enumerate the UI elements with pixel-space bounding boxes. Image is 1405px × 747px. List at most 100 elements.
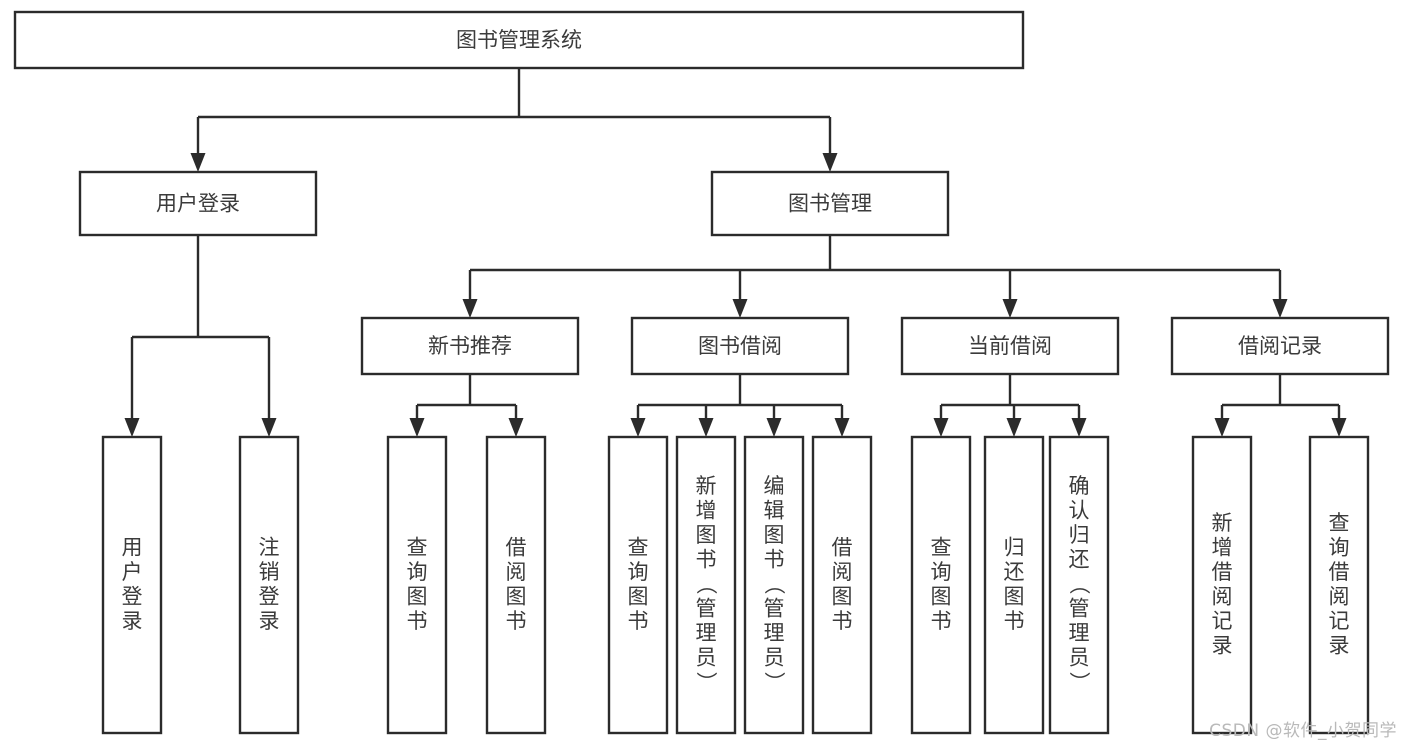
node-label-char: 用	[122, 535, 143, 559]
node-label-char: 询	[1329, 535, 1350, 559]
node-label-char: 还	[1069, 548, 1090, 572]
node-label-char: 确	[1069, 474, 1090, 498]
node-label-char: 阅	[832, 560, 853, 584]
node-label-char: （	[1067, 574, 1091, 595]
node-label: 借阅记录	[1238, 334, 1322, 358]
node-label-char: 询	[628, 560, 649, 584]
node-label-char: 图	[696, 523, 717, 547]
login-arrow-注销登录-1	[261, 418, 277, 437]
l3-图书借阅-arrow-编辑图书管理员-2	[766, 418, 782, 437]
node-label-char: 员	[1069, 646, 1090, 670]
node-label: 新书推荐	[428, 334, 512, 358]
node-label-char: ）	[694, 672, 718, 693]
l3-借阅记录-arrow-新增借阅记录-0	[1214, 418, 1230, 437]
l3-借阅记录-arrow-查询借阅记录-1	[1331, 418, 1347, 437]
node-label-char: 编	[764, 474, 785, 498]
node-label-char: 书	[764, 548, 785, 572]
node-label-char: 增	[696, 499, 717, 523]
login-arrow-用户登录-0	[124, 418, 140, 437]
node-label-char: （	[762, 574, 786, 595]
node-box	[386, 435, 448, 735]
node-label-char: 归	[1004, 535, 1025, 559]
node-借阅记录[interactable]: 借阅记录	[1170, 316, 1390, 376]
node-label: 图书管理	[788, 192, 872, 216]
node-label-char: 图	[764, 523, 785, 547]
node-label-char: 查	[407, 535, 428, 559]
node-box	[675, 435, 737, 735]
node-label-char: 书	[628, 609, 649, 633]
node-box	[983, 435, 1045, 735]
l3-当前借阅-arrow-归还图书-1	[1006, 418, 1022, 437]
node-label-char: 书	[506, 609, 527, 633]
l3-图书借阅-arrow-新增图书管理员-1	[698, 418, 714, 437]
node-label-char: 理	[696, 621, 717, 645]
node-label-char: 管	[696, 597, 717, 621]
node-新书推荐[interactable]: 新书推荐	[360, 316, 580, 376]
node-label-char: 书	[1004, 609, 1025, 633]
root-arrow-图书管理-1	[822, 153, 838, 172]
node-label-char: 还	[1004, 560, 1025, 584]
node-label-char: 户	[122, 560, 143, 584]
node-label-char: 理	[1069, 621, 1090, 645]
node-box	[910, 435, 972, 735]
node-box	[13, 10, 1025, 70]
node-box	[101, 435, 163, 735]
node-label-char: 记	[1212, 609, 1233, 633]
node-label-char: 借	[832, 535, 853, 559]
node-box	[238, 435, 300, 735]
node-图书管理系统[interactable]: 图书管理系统	[13, 10, 1025, 70]
root-arrow-用户登录-0	[190, 153, 206, 172]
node-label: 用户登录	[156, 192, 240, 216]
node-label-char: 图	[628, 584, 649, 608]
node-label-char: 书	[931, 609, 952, 633]
node-label-char: 图	[931, 584, 952, 608]
node-box	[811, 435, 873, 735]
node-当前借阅[interactable]: 当前借阅	[900, 316, 1120, 376]
node-label-char: 录	[259, 609, 280, 633]
node-box	[78, 170, 318, 237]
node-用户登录[interactable]: 用户登录	[78, 170, 318, 237]
node-label-char: 认	[1069, 499, 1090, 523]
node-label-char: 书	[407, 609, 428, 633]
node-label-char: 查	[628, 535, 649, 559]
node-图书借阅[interactable]: 图书借阅	[630, 316, 850, 376]
node-label-char: 辑	[764, 499, 785, 523]
node-box	[607, 435, 669, 735]
node-label-char: 增	[1212, 535, 1233, 559]
node-label-char: ）	[1067, 672, 1091, 693]
node-label-char: 询	[407, 560, 428, 584]
node-label-char: 借	[1212, 560, 1233, 584]
node-box	[485, 435, 547, 735]
node-label: 当前借阅	[968, 334, 1052, 358]
node-box	[900, 316, 1120, 376]
l3-当前借阅-arrow-确认归还管理员-2	[1071, 418, 1087, 437]
node-label-char: 借	[1329, 560, 1350, 584]
node-box	[1170, 316, 1390, 376]
node-box	[710, 170, 950, 237]
node-box	[1191, 435, 1253, 735]
node-label-char: 阅	[1329, 584, 1350, 608]
mgmt-arrow-借阅记录-3	[1272, 299, 1288, 318]
l3-新书推荐-arrow-查询图书-0	[409, 418, 425, 437]
node-label-char: 书	[832, 609, 853, 633]
node-用户登录[interactable]: 用户登录	[101, 435, 163, 735]
node-图书管理[interactable]: 图书管理	[710, 170, 950, 237]
node-label-char: 新	[696, 474, 717, 498]
node-label: 图书借阅	[698, 334, 782, 358]
node-label-char: 图	[832, 584, 853, 608]
node-label-char: 员	[696, 646, 717, 670]
